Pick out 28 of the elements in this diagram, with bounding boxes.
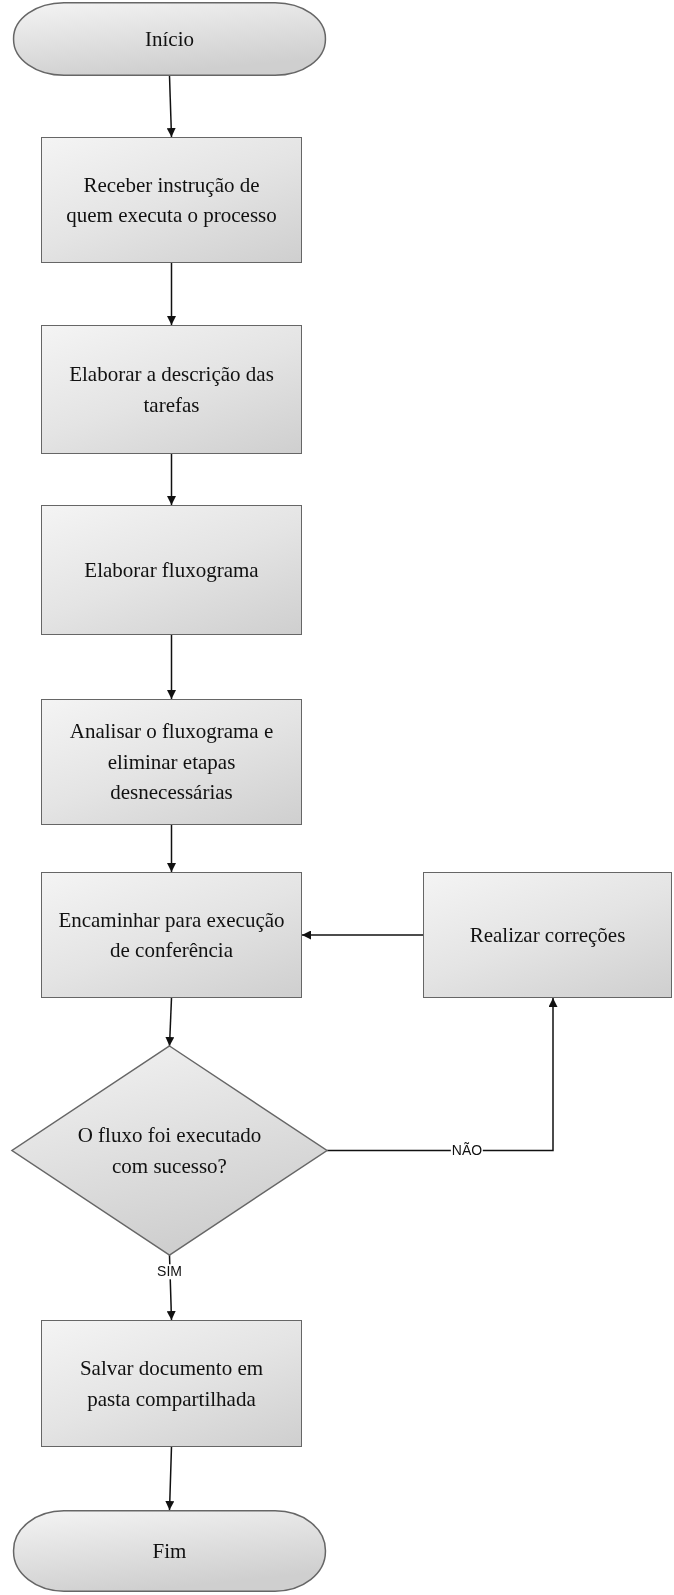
process-box: [41, 872, 302, 998]
node-text: O fluxo foi executado com sucesso?: [76, 1122, 263, 1180]
node-text: Fim: [152, 1537, 187, 1565]
node-text: Elaborar a descrição das tarefas: [68, 361, 275, 419]
process-box: [41, 505, 302, 635]
process-box: [41, 137, 302, 263]
edge-label: SIM: [156, 1264, 183, 1280]
arrow: [301, 930, 424, 940]
arrow: [166, 75, 176, 138]
process-box: [41, 1320, 302, 1447]
node-text: Salvar documento em pasta compartilhada: [78, 1355, 265, 1413]
arrow: [167, 634, 176, 700]
arrow: [326, 997, 558, 1152]
arrow: [167, 824, 176, 873]
node-text: Analisar o fluxograma e eliminar etapas desnecessárias: [68, 718, 275, 807]
node-text: Realizar correções: [469, 921, 626, 949]
node-text: Início: [145, 25, 194, 53]
node-text: Encaminhar para execução de conferência: [57, 906, 286, 964]
process-box: [41, 325, 302, 454]
arrow: [167, 262, 176, 326]
arrow: [165, 997, 175, 1047]
node-text: Elaborar fluxograma: [84, 556, 259, 584]
node-text: Receber instrução de quem executa o processo: [65, 171, 278, 229]
arrow: [165, 1446, 175, 1511]
decision-diamond: [12, 1046, 327, 1255]
arrow: [167, 453, 176, 506]
process-box: [423, 872, 672, 998]
process-box: [41, 699, 302, 825]
